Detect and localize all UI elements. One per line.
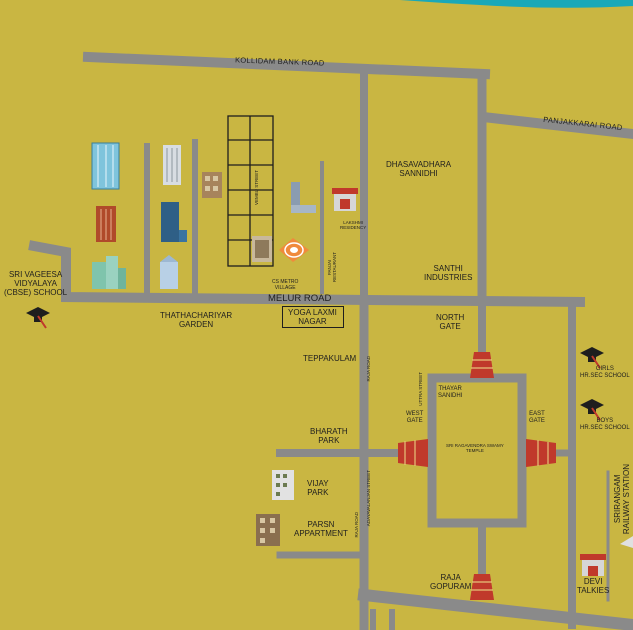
school-icon-west[interactable] [26,307,50,329]
label-boys-school: BOYS HR.SEC SCHOOL [580,418,630,431]
building-parsn-icon [256,514,280,546]
label-teppakulam: TEPPAKULAM [303,354,357,363]
building-green-tower-icon [92,256,126,289]
label-srirangam-station: SRIRANGAM RAILWAY STATION [613,464,632,535]
road-south [357,588,633,630]
label-dhasavadhara: DHASAVADHARA SANNIDHI [386,160,452,179]
building-light-tower-icon [160,255,178,289]
yoga-laxmi-box [282,306,344,328]
label-thayar-sanidhi: THAYAR SANIDHI [438,386,463,399]
label-raja-road-south: RAJA ROAD [354,512,359,538]
label-vijay-park: VIJAY PARK [307,479,329,498]
label-santhi: SANTHI INDUSTRIES [424,264,473,283]
train-icon [620,536,633,548]
label-devi-talkies: DEVI TALKIES [577,577,610,596]
theatre-icon[interactable] [580,554,606,576]
label-raja-road: RAJA ROAD [366,356,371,382]
building-l-shape-icon [291,182,316,213]
label-east-gate: EAST GATE [529,411,545,424]
label-girls-school: GIRLS HR.SEC SCHOOL [580,366,630,379]
label-vembu-street: VEMBU STREET [254,170,259,206]
building-glass-tower-icon [91,142,120,190]
label-melur-road: MELUR ROAD [268,293,332,304]
label-temple: SRI RAGAVENDRA SWAMY TEMPLE [446,443,504,454]
label-parsn: PARSN APPARTMENT [294,520,348,539]
label-adayavalanjan-street: ADAYAVALANJAN STREET [366,470,371,527]
building-blue-tower-icon [161,202,187,242]
label-lakshmi-residency: LAKSHMI RESIDENCY [340,220,367,231]
building-vijay-park-icon [272,470,294,500]
building-small-house-icon [202,172,222,198]
river-water [400,0,633,8]
building-grey-tower-icon [163,145,181,185]
road-panjakkarai [477,111,633,140]
building-brick-tower-icon [96,206,116,242]
temple-tower-west-icon [398,439,428,467]
target-icon[interactable] [279,238,309,262]
temple-tower-east-icon [526,439,556,467]
school-icon-girls[interactable] [580,347,604,369]
school-icon-boys[interactable] [580,399,604,421]
label-cs-metro: CS METRO VILLAGE [272,279,299,291]
label-west-gate: WEST GATE [406,411,424,424]
label-uttra-street: UTTRA STREET [418,372,423,406]
label-sri-vageesa: SRI VAGEESA VIDYALAYA (CBSE) SCHOOL [4,270,68,298]
label-thathachariyar: THATHACHARIYAR GARDEN [160,311,233,330]
shop-icon[interactable] [332,188,358,211]
label-raja-gopuram: RAJA GOPURAM [430,573,472,592]
label-yoga-laxmi: YOGA LAXMI NAGAR [288,308,337,327]
temple-tower-north-icon [470,352,494,378]
label-bharath-park: BHARATH PARK [310,427,348,446]
label-north-gate: NORTH GATE [436,313,465,332]
building-cs-metro-icon [252,236,272,262]
label-panjai-restaurant: PANJAI RESTAURANT [327,252,338,283]
road-kollidam-bank [82,51,491,80]
temple-tower-south-icon [470,574,494,600]
road-melur [28,240,586,308]
